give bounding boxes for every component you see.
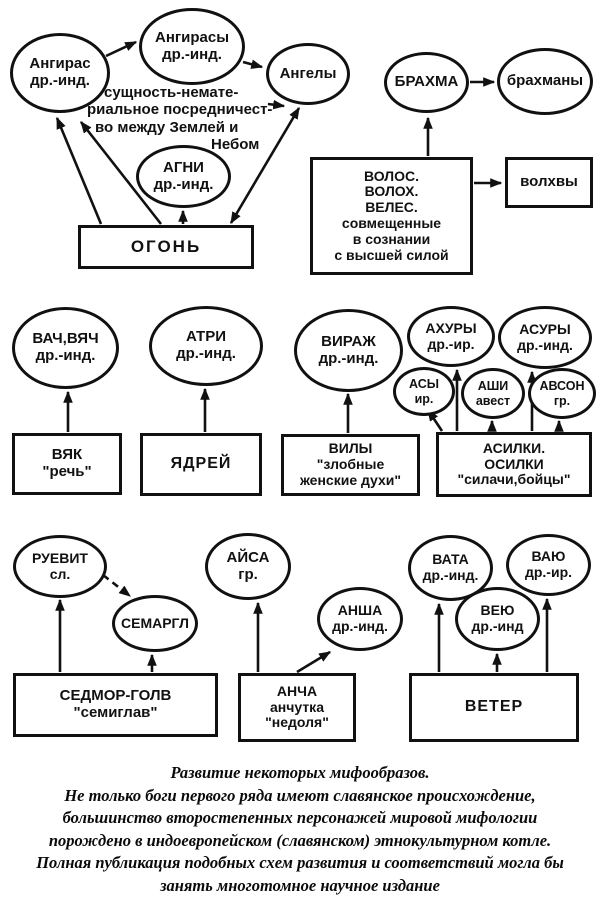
arrow-ancha-ansha	[296, 650, 332, 674]
figure-caption: Развитие некоторых мифообразов. Не тольк…	[36, 763, 564, 895]
node-ansha-label: АНША др.-инд.	[332, 602, 388, 634]
node-semargl-label: СЕМАРГЛ	[121, 614, 189, 631]
arrow-ruevit-semargl	[102, 573, 131, 598]
node-asy: АСЫ ир.	[393, 367, 455, 416]
arrow-angiras-angirasy	[105, 40, 138, 58]
node-ancha: АНЧА анчутка "недоля"	[238, 673, 356, 742]
node-vach: ВАЧ,ВЯЧ др.-инд.	[12, 307, 119, 389]
node-semargl: СЕМАРГЛ	[112, 595, 198, 652]
arrow-ogon-angiras-2	[79, 121, 163, 225]
node-virazh-label: ВИРАЖ др.-инд.	[318, 332, 379, 367]
node-agni-label: АГНИ др.-инд.	[153, 158, 214, 193]
node-aisa: АЙСА гр.	[205, 533, 291, 600]
node-ahury: АХУРЫ др.-ир.	[407, 306, 495, 367]
node-virazh: ВИРАЖ др.-инд.	[294, 309, 403, 392]
node-angely-label: Ангелы	[279, 64, 337, 82]
node-brahmany-label: брахманы	[506, 72, 584, 90]
note-line-2: риальное посредничест-	[87, 101, 273, 118]
node-ogon: ОГОНЬ	[78, 225, 254, 269]
node-atri-label: АТРИ др.-инд.	[176, 328, 236, 362]
node-ogon-label: ОГОНЬ	[130, 237, 202, 257]
node-ansha: АНША др.-инд.	[317, 587, 403, 651]
node-veyu: ВЕЮ др.-инд	[455, 587, 540, 651]
node-vayu-label: ВАЮ др.-ир.	[524, 548, 573, 580]
node-aisa-label: АЙСА гр.	[226, 548, 270, 583]
node-avson: АВСОН гр.	[528, 368, 596, 419]
node-volos: ВОЛОС. ВОЛОХ. ВЕЛЕС. совмещенные в созна…	[310, 157, 473, 275]
node-asury-label: АСУРЫ др.-инд.	[517, 320, 573, 353]
node-agni: АГНИ др.-инд.	[136, 145, 231, 208]
node-yadrei-label: ЯДРЕЙ	[170, 455, 232, 473]
node-ashi-label: АШИ авест	[475, 379, 511, 408]
node-atri: АТРИ др.-инд.	[149, 306, 263, 386]
node-volhvy: волхвы	[505, 157, 593, 208]
node-angely: Ангелы	[266, 43, 350, 105]
node-brahma: БРАХМА	[384, 52, 469, 113]
node-vata-label: ВАТА др.-инд.	[422, 551, 479, 583]
node-asy-label: АСЫ ир.	[409, 377, 439, 406]
node-vayu: ВАЮ др.-ир.	[506, 534, 591, 596]
node-vach-label: ВАЧ,ВЯЧ др.-инд.	[32, 330, 99, 364]
node-vyak: ВЯК "речь"	[12, 433, 122, 495]
node-veter: ВЕТЕР	[409, 673, 579, 742]
note-line-4: Небом	[211, 136, 260, 153]
node-brahma-label: БРАХМА	[394, 73, 459, 91]
node-ruevit-label: РУЕВИТ сл.	[32, 549, 88, 582]
arrow-angirasy-angely	[242, 59, 264, 69]
node-yadrei: ЯДРЕЙ	[140, 433, 262, 496]
arrow-ogon-angely	[229, 106, 301, 225]
node-sedmor-label: СЕДМОР-ГОЛВ "семиглав"	[59, 687, 172, 721]
note-line-1: сущность-немате-	[104, 84, 239, 101]
node-asilki-label: АСИЛКИ. ОСИЛКИ "силачи,бойцы"	[457, 439, 571, 488]
node-ahury-label: АХУРЫ др.-ир.	[425, 319, 477, 352]
node-veter-label: ВЕТЕР	[464, 698, 524, 716]
node-asilki: АСИЛКИ. ОСИЛКИ "силачи,бойцы"	[436, 432, 592, 497]
node-ruevit: РУЕВИТ сл.	[13, 535, 107, 598]
node-sedmor: СЕДМОР-ГОЛВ "семиглав"	[13, 673, 218, 737]
node-ancha-label: АНЧА анчутка "недоля"	[265, 682, 329, 731]
node-angiras-label: Ангирас др.-инд.	[29, 55, 91, 89]
arrow-note-angely	[267, 99, 286, 110]
node-angiras: Ангирас др.-инд.	[10, 33, 110, 113]
node-ashi: АШИ авест	[461, 368, 525, 419]
node-brahmany: брахманы	[497, 48, 593, 115]
node-vyak-label: ВЯК "речь"	[42, 446, 92, 480]
node-vily-label: ВИЛЫ "злобные женские духи"	[299, 440, 402, 488]
node-vily: ВИЛЫ "злобные женские духи"	[281, 434, 420, 496]
node-angirasy-label: Ангирасы др.-инд.	[154, 28, 230, 63]
node-volhvy-label: волхвы	[520, 173, 578, 191]
node-veyu-label: ВЕЮ др.-инд	[471, 602, 524, 634]
node-volos-label: ВОЛОС. ВОЛОХ. ВЕЛЕС. совмещенные в созна…	[334, 167, 449, 263]
arrow-ogon-angiras-1	[55, 116, 103, 225]
node-asury: АСУРЫ др.-инд.	[498, 306, 592, 369]
node-avson-label: АВСОН гр.	[539, 379, 585, 408]
note-line-3: во между Землей и	[95, 119, 239, 136]
node-angirasy: Ангирасы др.-инд.	[139, 8, 245, 85]
